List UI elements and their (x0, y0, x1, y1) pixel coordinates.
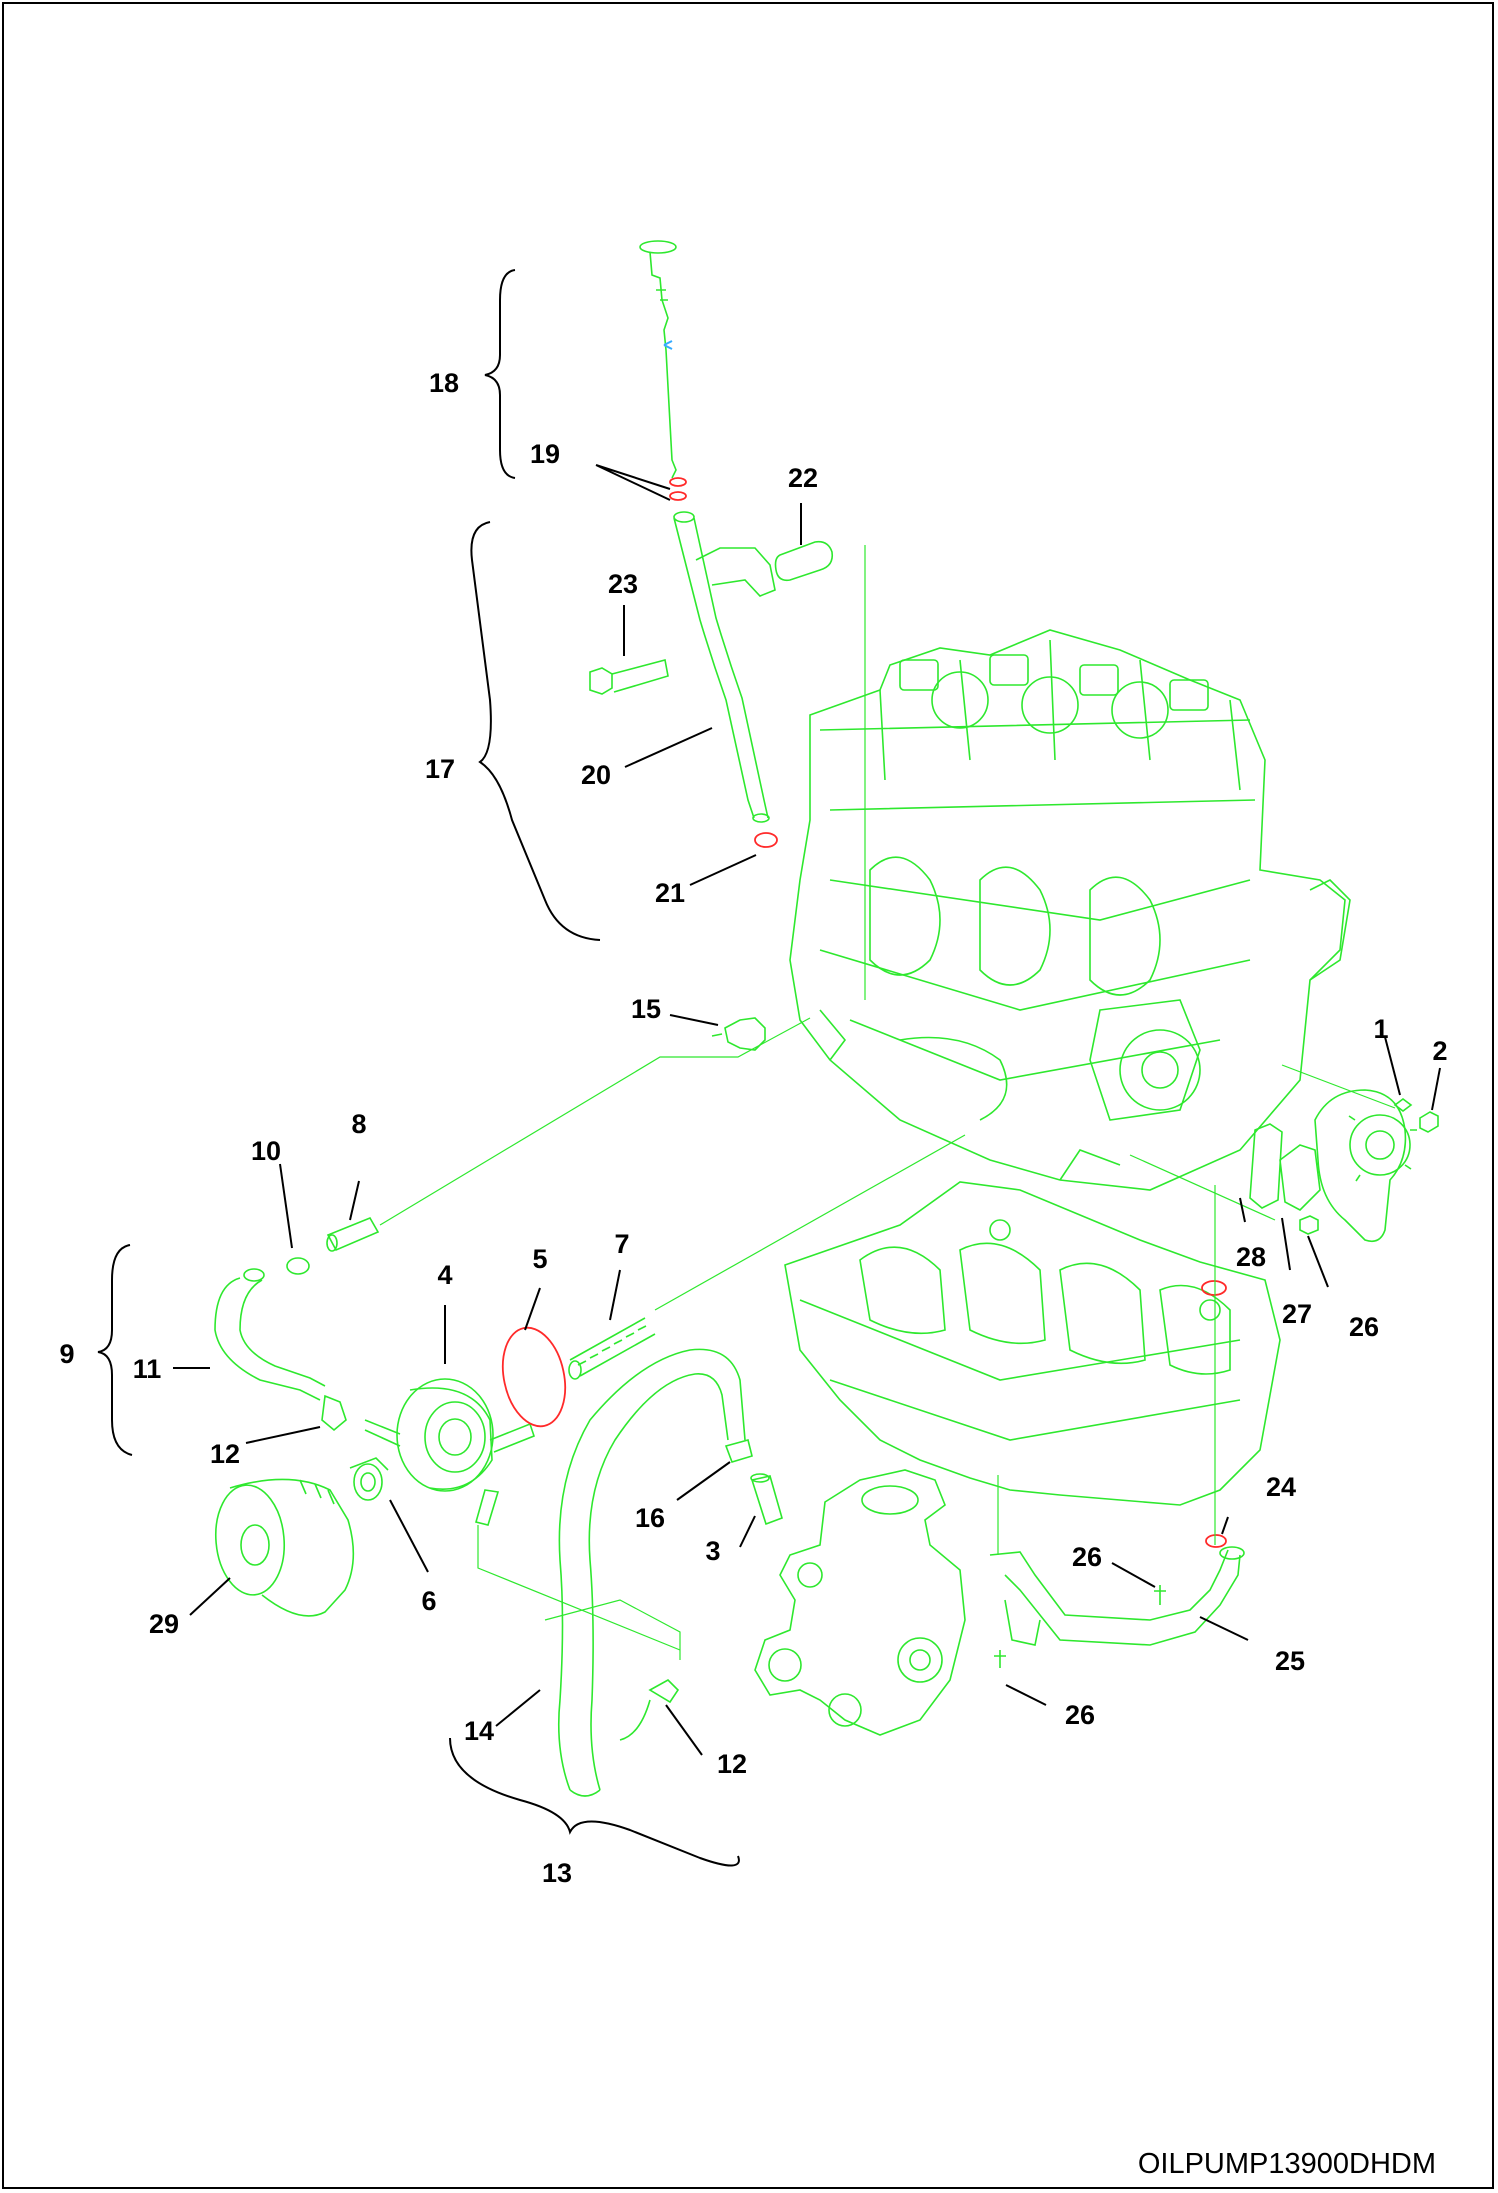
tube-bracket-bolt (589, 659, 669, 695)
callout-26c: 26 (1065, 1700, 1095, 1730)
callout-22: 22 (788, 463, 818, 493)
callout-8: 8 (351, 1109, 366, 1139)
callout-27: 27 (1282, 1299, 1312, 1329)
callout-28: 28 (1236, 1242, 1266, 1272)
callout-26b: 26 (1072, 1542, 1102, 1572)
callout-18: 18 (429, 368, 459, 398)
dipstick-guide-tube (673, 511, 776, 823)
cooler-connector (349, 1457, 389, 1501)
brackets (97, 269, 740, 1867)
oil-pressure-switch (711, 1017, 766, 1051)
callout-10: 10 (251, 1136, 281, 1166)
callout-1: 1 (1373, 1014, 1388, 1044)
callout-16: 16 (635, 1503, 665, 1533)
callout-12b: 12 (717, 1749, 747, 1779)
hose-lower (558, 1348, 753, 1797)
callout-29: 29 (149, 1609, 179, 1639)
callout-13: 13 (542, 1858, 572, 1888)
callout-14: 14 (464, 1716, 494, 1746)
callouts: 1 2 3 4 5 6 7 8 9 10 11 12 12 13 14 15 1… (59, 368, 1447, 1888)
connection-lines (379, 545, 1396, 1660)
oil-pump (1314, 1089, 1439, 1243)
strainer-o-ring (1205, 1534, 1227, 1548)
callout-23: 23 (608, 569, 638, 599)
callout-21: 21 (655, 878, 685, 908)
dipstick-o-rings (669, 477, 687, 501)
oil-strainer (989, 1546, 1245, 1668)
callout-20: 20 (581, 760, 611, 790)
callout-25: 25 (1275, 1646, 1305, 1676)
oil-cooler (364, 1378, 535, 1526)
callout-4: 4 (437, 1260, 452, 1290)
dipstick (639, 240, 677, 479)
callout-11: 11 (133, 1354, 162, 1384)
hose-fitting (750, 1473, 783, 1526)
callout-9: 9 (59, 1339, 74, 1369)
bracket-collar (774, 540, 834, 582)
pump-gaskets (1249, 1123, 1321, 1235)
crankcase (784, 1181, 1281, 1506)
hose-pipe-8 (326, 1216, 380, 1252)
water-pump-housing (754, 1469, 966, 1736)
tube-o-ring (754, 832, 778, 848)
callout-7: 7 (614, 1229, 629, 1259)
block-o-ring (1201, 1280, 1227, 1296)
hose-clamp-10 (286, 1257, 310, 1275)
cooler-spring (568, 1317, 656, 1380)
hose-upper (214, 1268, 347, 1432)
callout-6: 6 (421, 1586, 436, 1616)
callout-leaders (173, 464, 1441, 1756)
oil-filter (214, 1478, 355, 1617)
callout-24: 24 (1266, 1472, 1296, 1502)
callout-19: 19 (530, 439, 560, 469)
callout-5: 5 (532, 1244, 547, 1274)
callout-17: 17 (425, 754, 455, 784)
engine-block-upper (789, 629, 1351, 1191)
callout-3: 3 (705, 1536, 720, 1566)
cooler-o-ring (501, 1326, 567, 1428)
callout-2: 2 (1432, 1036, 1447, 1066)
drawing-code: OILPUMP13900DHDM (1137, 2148, 1436, 2180)
callout-26a: 26 (1349, 1312, 1379, 1342)
callout-12a: 12 (210, 1439, 240, 1469)
callout-15: 15 (631, 994, 661, 1024)
